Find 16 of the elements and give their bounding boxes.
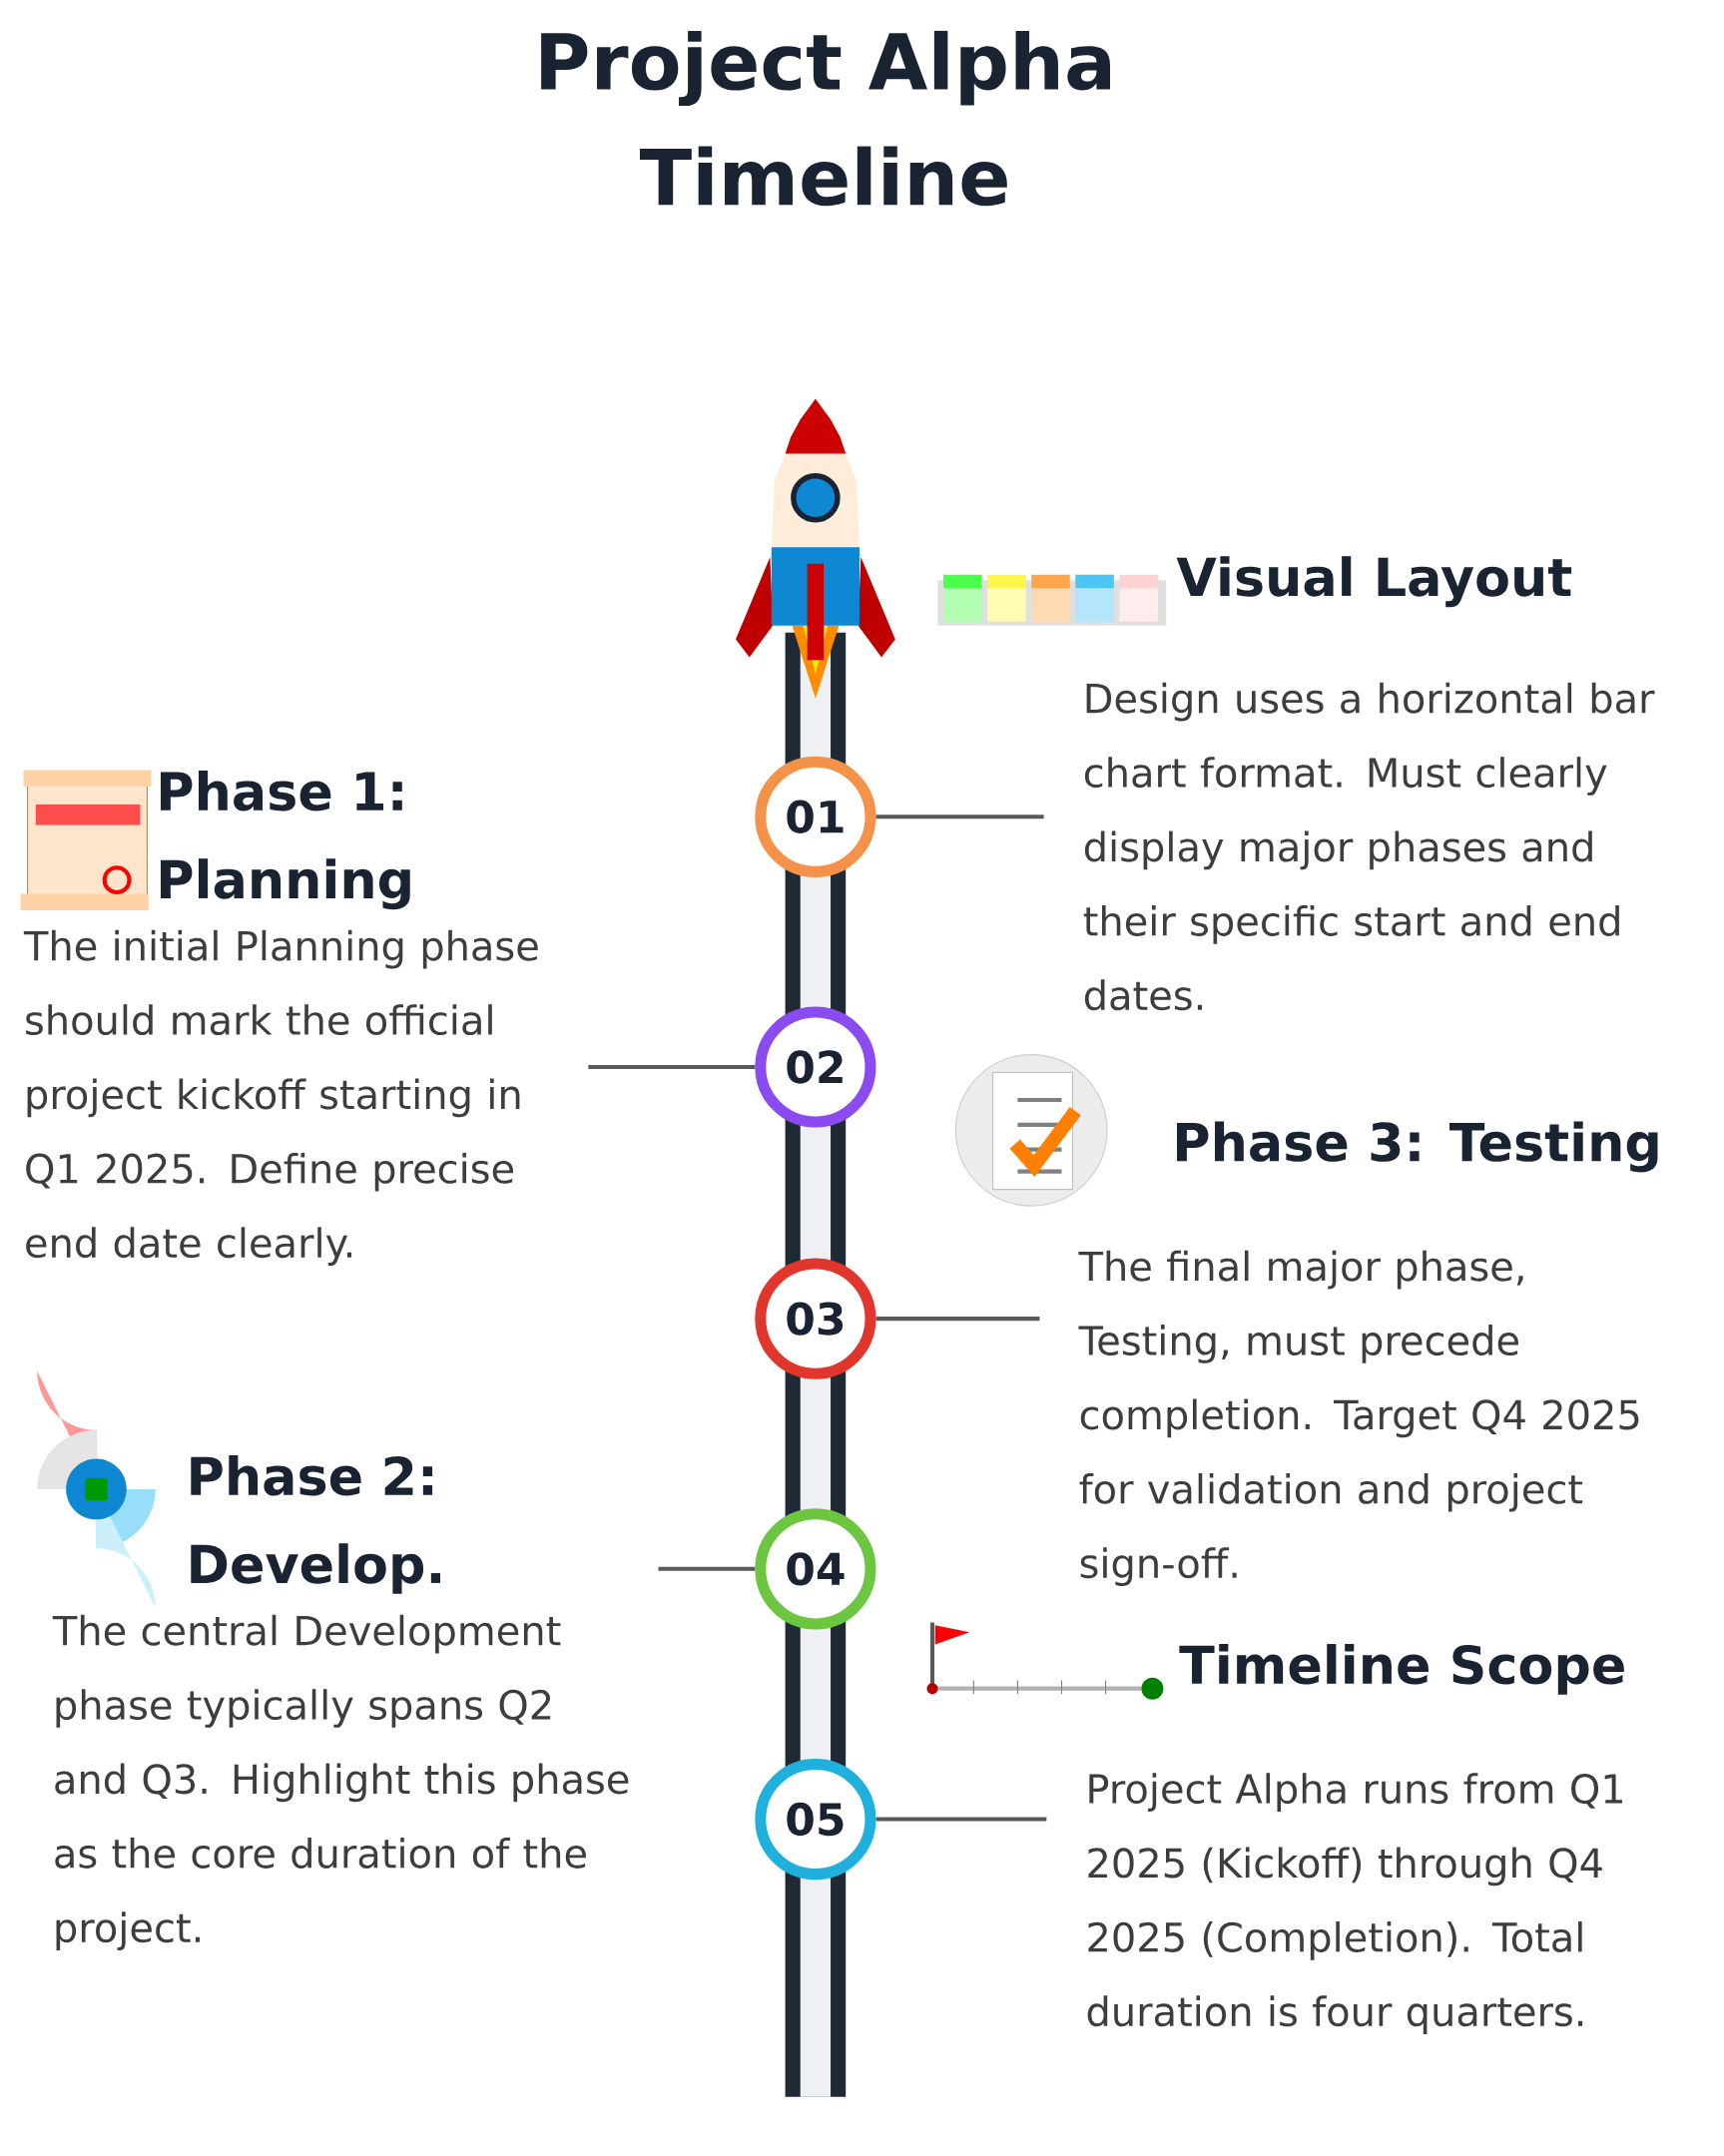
phase-description: The initial Planning phase should mark the official project kickoff starting in Q1 2025. Define precise end date clearly. — [23, 929, 538, 1266]
phase-heading: Phase 3: Testing — [1176, 1121, 1658, 1173]
phase-description: The central Development phase typically spans Q2 and Q3. Highlight this phase as the core duration of the project. — [52, 1614, 629, 1950]
connector-line — [875, 1817, 1047, 1822]
phase-description: The final major phase, Testing, must precede completion. Target Q4 2025 for validation and project sign-off. — [1078, 1250, 1639, 1586]
phase-heading: Visual Layout — [1176, 556, 1571, 608]
connector-line — [658, 1566, 756, 1571]
phase-heading: Timeline Scope — [1179, 1644, 1624, 1695]
title: Project Alpha Timeline — [540, 30, 1110, 207]
connector-line — [875, 1317, 1040, 1322]
connector-line — [588, 1064, 756, 1070]
phase-heading: Phase 1: Planning — [160, 771, 410, 910]
phase-heading: Phase 2: Develop. — [191, 1455, 440, 1594]
connector-line — [875, 814, 1044, 819]
phase-description: Project Alpha runs from Q1 2025 (Kickoff) through Q4 2025 (Completion). Total duration is four quarters. — [1087, 1773, 1622, 2035]
phase-description: Design uses a horizontal bar chart format. Must clearly display major phases and their specific start and end dates. — [1083, 682, 1655, 1011]
